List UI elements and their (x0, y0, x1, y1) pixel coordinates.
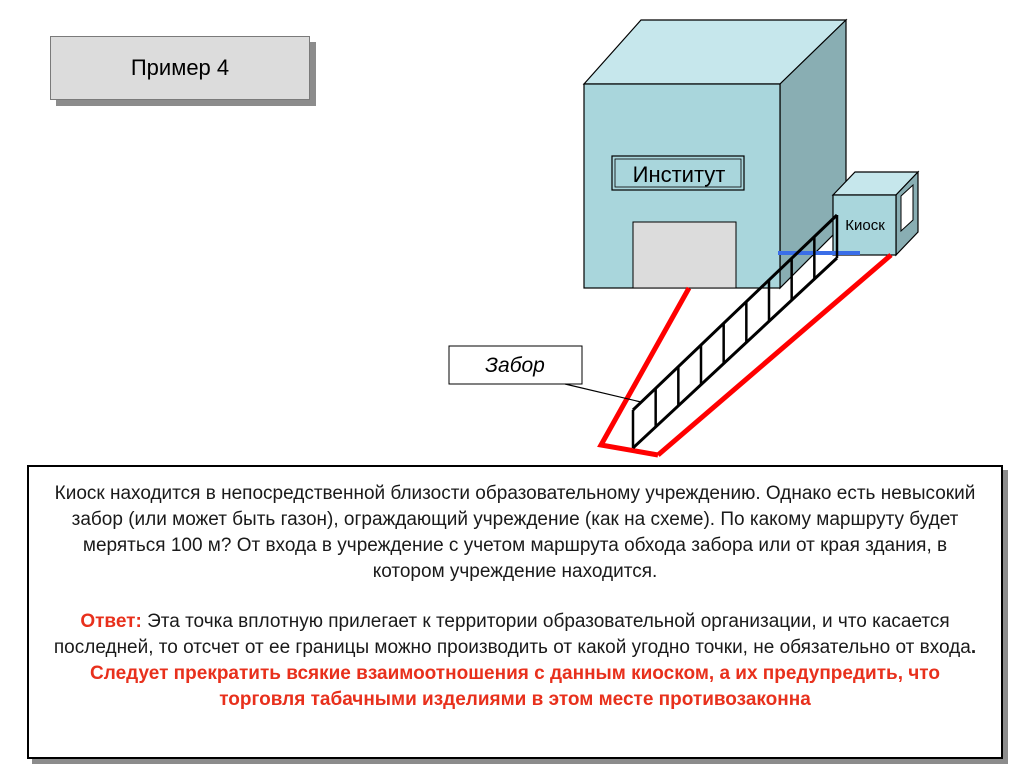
red-route-left (597, 286, 692, 458)
institute-label-box (611, 155, 745, 191)
fence-bottom-rail (631, 256, 839, 450)
fence-label: Забор (485, 354, 545, 377)
institute-door (632, 221, 737, 289)
fence (631, 213, 839, 450)
kiosk-label: Киоск (845, 217, 885, 234)
kiosk-front (832, 194, 897, 256)
answer-dot: . (970, 637, 977, 658)
fence-label-box (448, 345, 583, 385)
kiosk-window (900, 183, 914, 233)
example-title: Пример 4 (130, 55, 230, 80)
red-route-right (656, 253, 893, 457)
answer-label: Ответ: (80, 611, 142, 632)
institute-label: Институт (633, 162, 726, 187)
answer-conclusion: Следует прекратить всякие взаимоотношени… (90, 663, 940, 710)
question-text: Киоск находится в непосредственной близо… (54, 483, 976, 582)
text-panel: Киоск находится в непосредственной близо… (27, 465, 1003, 759)
fence-top-rail (631, 213, 839, 412)
answer-paragraph: Ответ: Эта точка вплотную прилегает к те… (49, 609, 981, 713)
fence-label-leader (564, 383, 642, 403)
answer-body: Эта точка вплотную прилегает к территори… (53, 611, 971, 658)
example-title-box: Пример 4 (50, 36, 310, 100)
